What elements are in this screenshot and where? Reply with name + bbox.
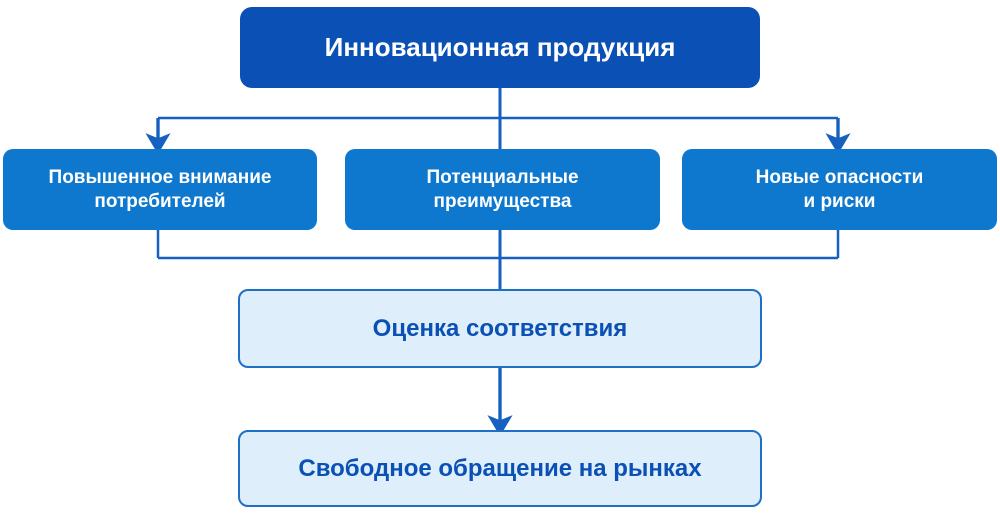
node-potential-advantages[interactable]: Потенциальные преимущества	[345, 149, 660, 230]
node-innovative-production-label: Инновационная продукция	[324, 31, 676, 62]
node-conformity-assessment-label: Оценка соответствия	[372, 314, 628, 342]
node-conformity-assessment[interactable]: Оценка соответствия	[238, 289, 762, 368]
node-free-circulation-markets[interactable]: Свободное обращение на рынках	[238, 430, 762, 507]
connector-branches-to-assessment	[156, 230, 840, 289]
node-consumer-attention-label: Повышенное внимание потребителей	[48, 167, 272, 212]
node-consumer-attention[interactable]: Повышенное внимание потребителей	[3, 149, 317, 230]
connector-top-to-branches	[145, 88, 851, 155]
node-free-circulation-markets-label: Свободное обращение на рынках	[298, 454, 702, 482]
node-new-hazards-risks-label: Новые опасности и риски	[755, 167, 924, 212]
node-innovative-production[interactable]: Инновационная продукция	[240, 7, 760, 88]
node-potential-advantages-label: Потенциальные преимущества	[426, 167, 579, 212]
node-new-hazards-risks[interactable]: Новые опасности и риски	[682, 149, 997, 230]
